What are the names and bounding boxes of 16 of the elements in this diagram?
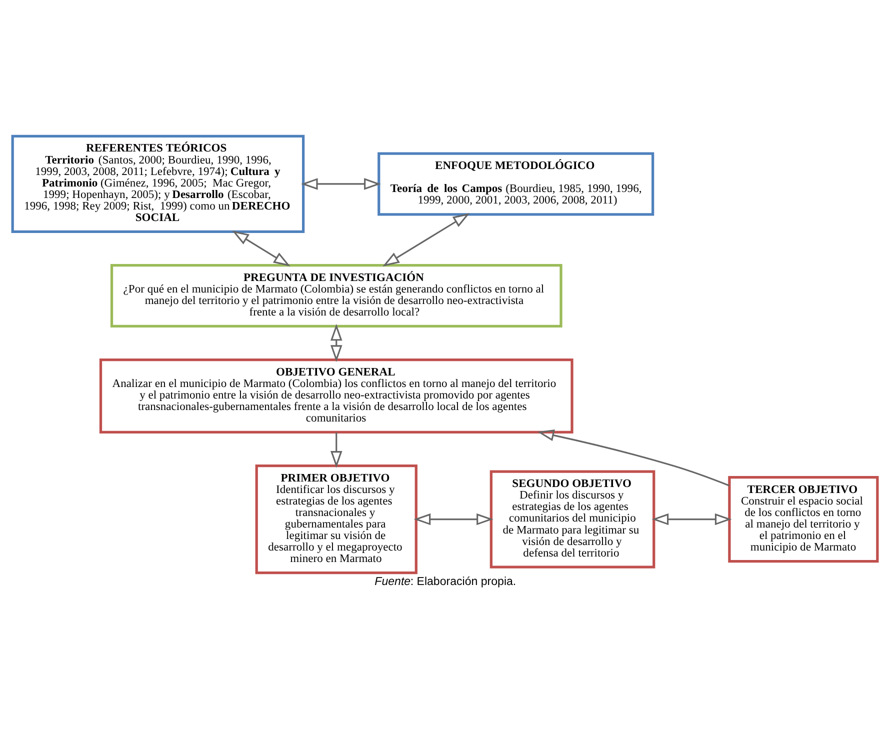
node-box: PRIMER OBJETIVO Identificar los discursos y estrategias de los agentes transnacionales y gubernamentales para legitimar su visión de desarrollo y el megaproyecto minero en Marmato bbox=[255, 464, 418, 574]
node-box: ENFOQUE METODOLÓGICO Teoría de los Campos (Bourdieu, 1985, 1990, 1996, 1999, 2000, 2001, 2003, 2006, 2008, 2011) bbox=[378, 152, 654, 216]
node-box: PREGUNTA DE INVESTIGACIÓN ¿Por qué en el municipio de Marmato (Colombia) se están generando conflictos en torno al manejo del territorio y el patrimonio entre la visión de desarrollo neo-extractivista frente a la visión de desarrollo local? bbox=[110, 263, 562, 327]
arrow bbox=[330, 323, 342, 362]
node-box: SEGUNDO OBJETIVO Definir los discursos y estrategias de los agentes comunitarios del municipio de Marmato para legitimar su visión de desarrollo y defensa del territorio bbox=[490, 470, 656, 568]
arrow bbox=[300, 178, 381, 190]
caption: Fuente: Elaboración propia. bbox=[374, 576, 516, 588]
arrow bbox=[652, 512, 732, 525]
node-box: OBJETIVO GENERAL Analizar en el municipio de Marmato (Colombia) los conflictos en torno al manejo del territorio y el patrimonio entre la visión de desarrollo neo-extractivista promovido por agentes transnacionales-gubernamentales frente a la visión de desarrollo local de los agentes comunitarios bbox=[99, 358, 574, 433]
arrow bbox=[382, 212, 470, 266]
arrow bbox=[537, 429, 730, 486]
node-box: TERCER OBJETIVO Construir el espacio social de los conflictos en torno al manejo del territorio y el patrimonio en el municipio de Marmato bbox=[728, 475, 879, 562]
arrow bbox=[330, 432, 342, 468]
arrow bbox=[232, 230, 290, 266]
node-box: REFERENTES TEÓRICOS Territorio (Santos, 2000; Bourdieu, 1990, 1996, 1999, 2003, 2008, 2011; Lefebvre, 1974); Cultura y Patrimonio (Giménez, 1996, 2005; Mac Gregor, 1999; Hopenhayn, 2005); y Desarrollo (Escobar, 1996, 1998; Rey 2009; Rist, 1999) como un DERECHO SOCIAL bbox=[11, 134, 305, 233]
arrow bbox=[414, 512, 494, 525]
